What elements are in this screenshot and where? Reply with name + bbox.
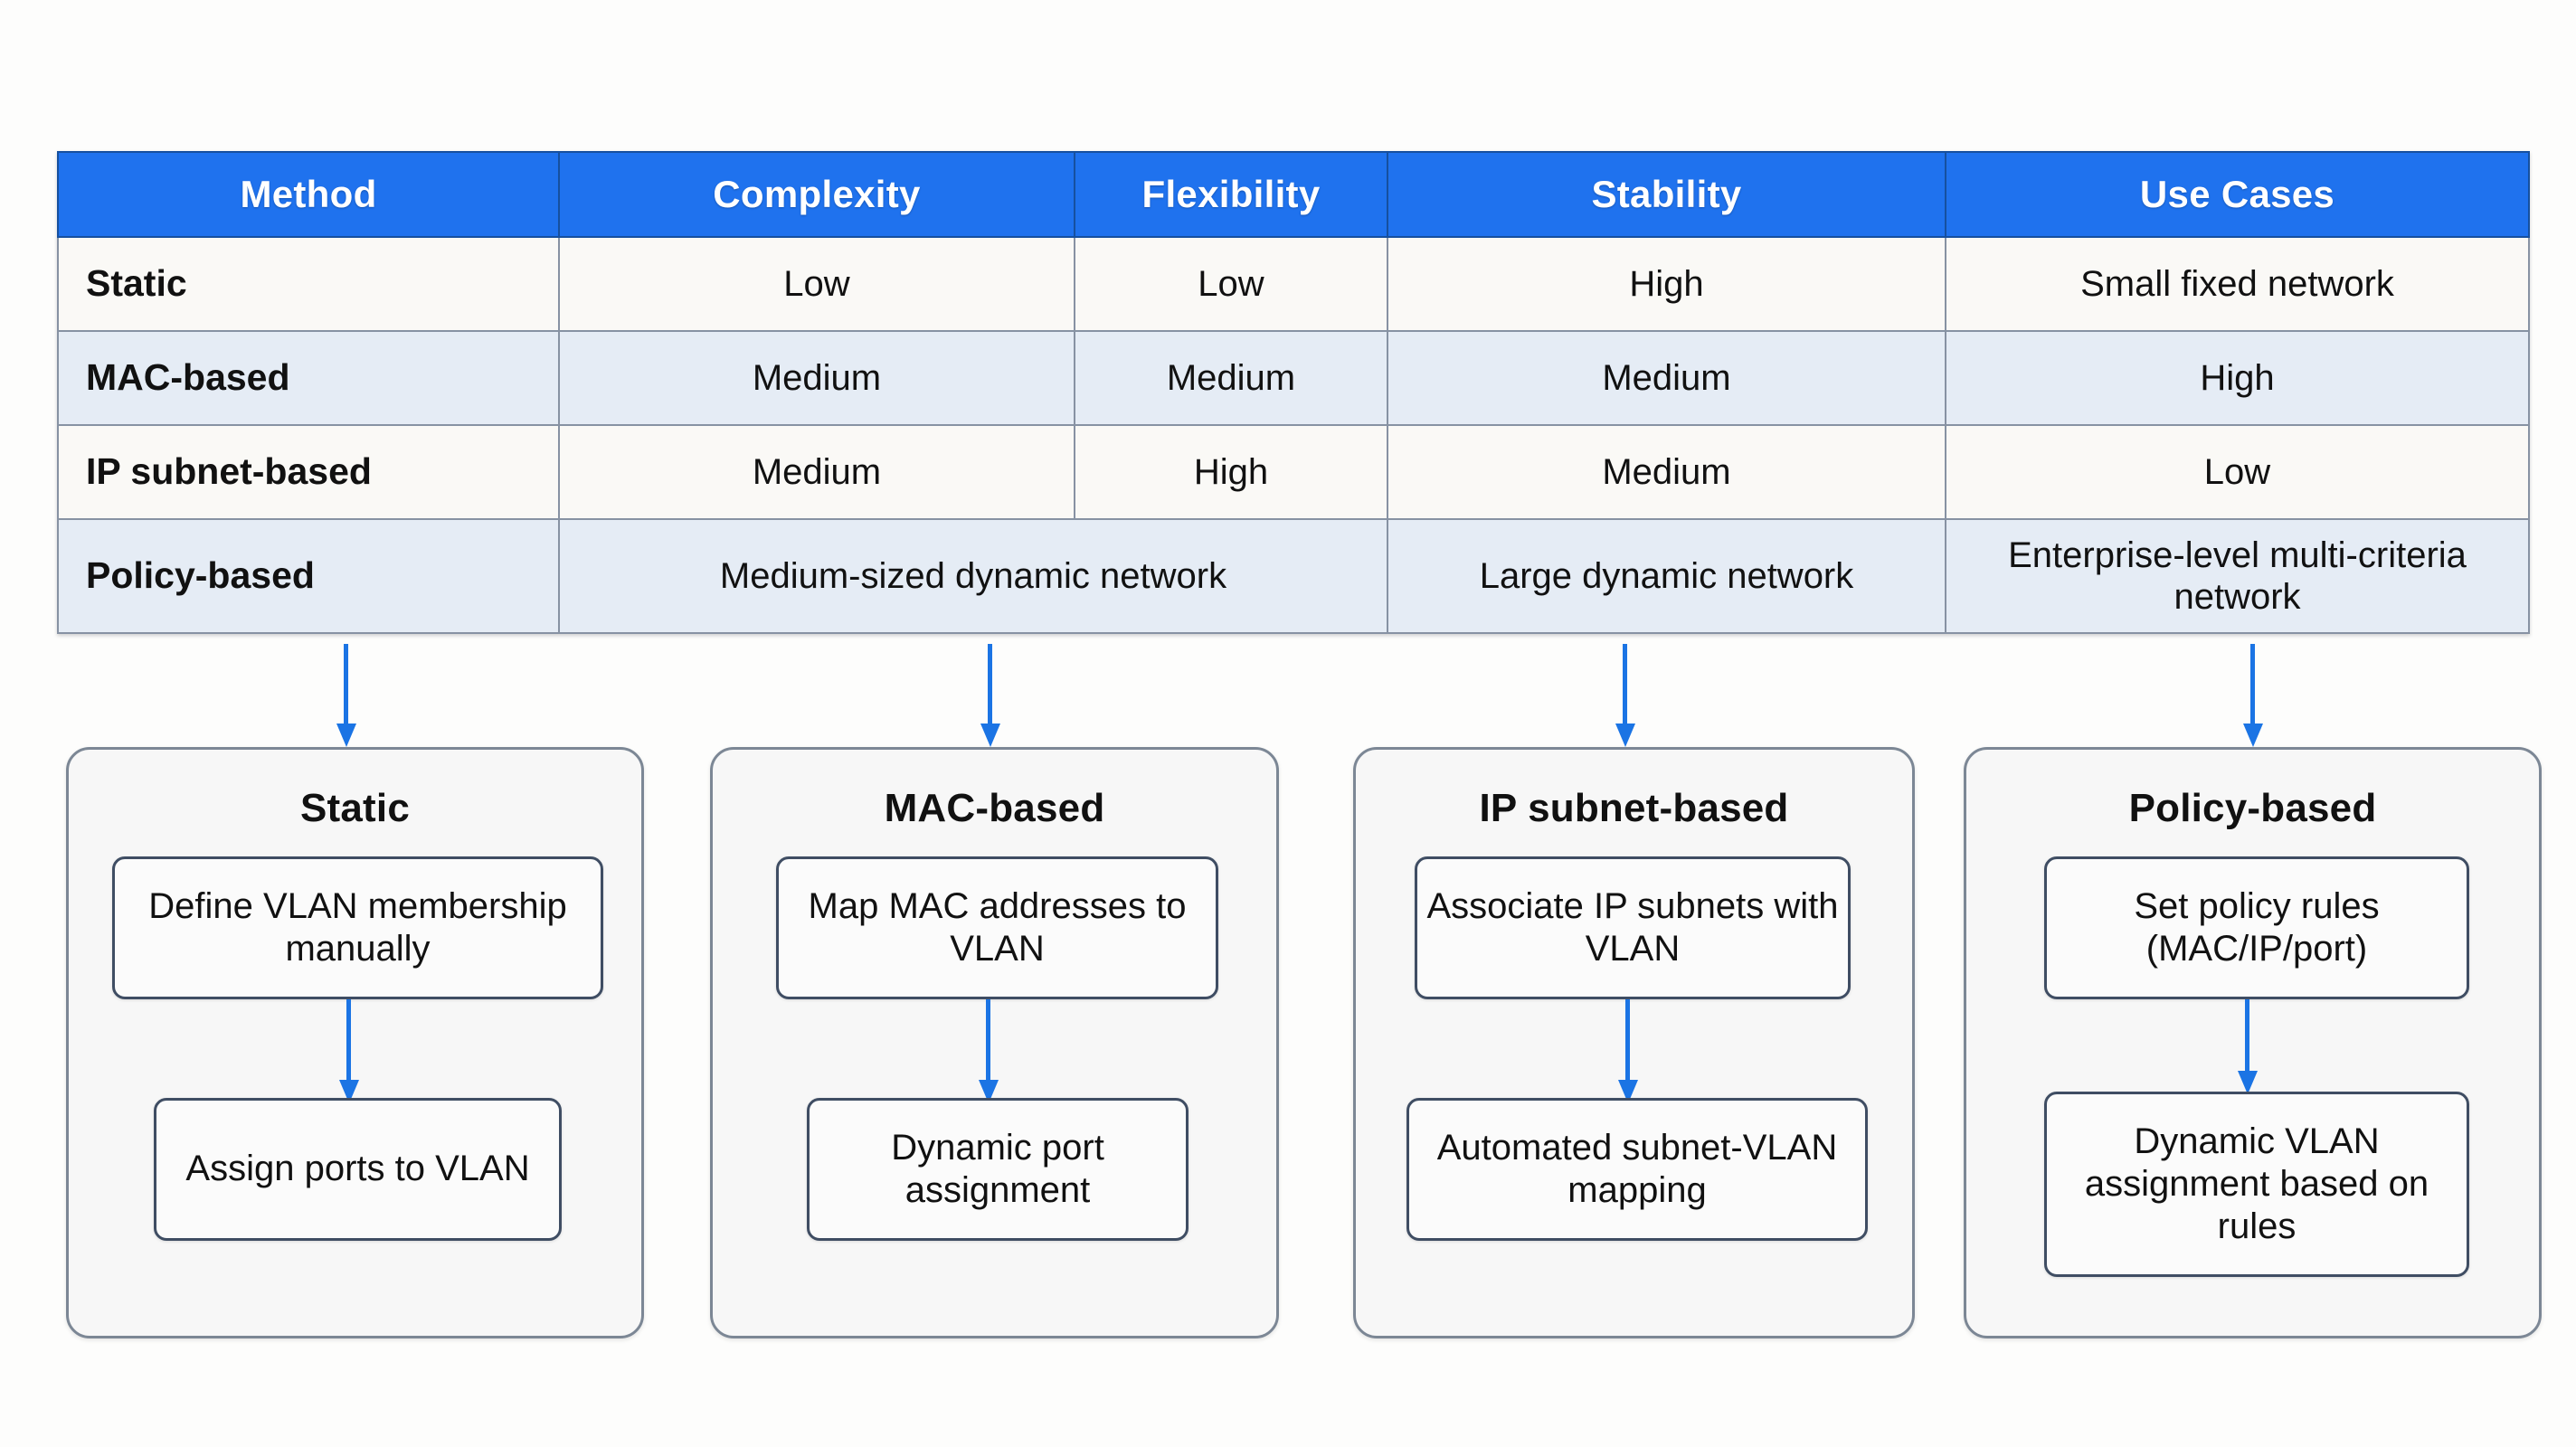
method-panel-static[interactable]: Static Define VLAN membership manually A… (66, 747, 644, 1338)
cell-method: IP subnet-based (57, 424, 560, 520)
column-header-flexibility: Flexibility (1074, 151, 1388, 238)
step-box-associate-ip-subnets-with-vlan[interactable]: Associate IP subnets with VLAN (1415, 856, 1851, 999)
table-row: IP subnet-based Medium High Medium Low (57, 424, 2530, 520)
inner-arrow-shaft (346, 999, 351, 1080)
cell-complexity-flexibility-merged: Medium-sized dynamic network (558, 518, 1388, 634)
step-box-define-vlan-membership[interactable]: Define VLAN membership manually (112, 856, 603, 999)
method-panel-policy-based[interactable]: Policy-based Set policy rules (MAC/IP/po… (1964, 747, 2542, 1338)
inner-arrow-shaft (986, 999, 990, 1080)
cell-use-cases: Small fixed network (1945, 236, 2530, 332)
method-panel-mac-based[interactable]: MAC-based Map MAC addresses to VLAN Dyna… (710, 747, 1279, 1338)
inner-arrow-ip-subnet-based (1618, 999, 1638, 1103)
cell-stability: High (1387, 236, 1946, 332)
connector-shaft (1623, 644, 1627, 724)
cell-flexibility: Medium (1074, 330, 1388, 426)
column-header-method: Method (57, 151, 560, 238)
cell-flexibility: High (1074, 424, 1388, 520)
cell-use-cases: Enterprise-level multi-criteria network (1945, 518, 2530, 634)
column-header-use-cases: Use Cases (1945, 151, 2530, 238)
panel-title-static: Static (299, 786, 411, 830)
cell-complexity: Medium (558, 330, 1075, 426)
cell-stability: Medium (1387, 330, 1946, 426)
step-box-dynamic-port-assignment[interactable]: Dynamic port assignment (807, 1098, 1189, 1241)
cell-method: MAC-based (57, 330, 560, 426)
cell-use-cases: Low (1945, 424, 2530, 520)
inner-arrow-shaft (2245, 999, 2249, 1071)
connector-shaft (2250, 644, 2255, 724)
table-header-row: Method Complexity Flexibility Stability … (57, 151, 2530, 238)
cell-complexity: Low (558, 236, 1075, 332)
step-box-assign-ports-to-vlan[interactable]: Assign ports to VLAN (154, 1098, 562, 1241)
cell-flexibility: Low (1074, 236, 1388, 332)
connector-arrow-policy-based (2243, 644, 2263, 747)
table-row: MAC-based Medium Medium Medium High (57, 330, 2530, 426)
vlan-method-comparison-table: Method Complexity Flexibility Stability … (57, 151, 2530, 634)
panel-title-policy-based: Policy-based (2128, 786, 2377, 830)
cell-stability: Medium (1387, 424, 1946, 520)
step-box-automated-subnet-vlan-mapping[interactable]: Automated subnet-VLAN mapping (1406, 1098, 1868, 1241)
table-row: Static Low Low High Small fixed network (57, 236, 2530, 332)
arrow-head-icon (980, 724, 1000, 747)
cell-method: Static (57, 236, 560, 332)
panel-title-mac-based: MAC-based (884, 786, 1105, 830)
connector-arrow-mac-based (980, 644, 1000, 747)
connector-arrow-ip-subnet-based (1615, 644, 1635, 747)
connector-arrow-static (336, 644, 356, 747)
method-panel-ip-subnet-based[interactable]: IP subnet-based Associate IP subnets wit… (1353, 747, 1915, 1338)
step-box-dynamic-vlan-assignment-based-on-rules[interactable]: Dynamic VLAN assignment based on rules (2044, 1092, 2469, 1277)
inner-arrow-mac-based (979, 999, 999, 1103)
cell-complexity: Medium (558, 424, 1075, 520)
cell-method: Policy-based (57, 518, 560, 634)
step-box-set-policy-rules[interactable]: Set policy rules (MAC/IP/port) (2044, 856, 2469, 999)
inner-arrow-shaft (1625, 999, 1630, 1080)
arrow-head-icon (2243, 724, 2263, 747)
cell-use-cases: High (1945, 330, 2530, 426)
step-box-map-mac-addresses-to-vlan[interactable]: Map MAC addresses to VLAN (776, 856, 1218, 999)
inner-arrow-policy-based (2238, 999, 2258, 1094)
column-header-stability: Stability (1387, 151, 1946, 238)
table-row: Policy-based Medium-sized dynamic networ… (57, 518, 2530, 634)
inner-arrow-static (339, 999, 359, 1103)
arrow-head-icon (336, 724, 356, 747)
arrow-head-icon (1615, 724, 1635, 747)
connector-shaft (988, 644, 992, 724)
panel-title-ip-subnet-based: IP subnet-based (1479, 786, 1789, 830)
connector-shaft (344, 644, 348, 724)
column-header-complexity: Complexity (558, 151, 1075, 238)
cell-stability: Large dynamic network (1387, 518, 1946, 634)
